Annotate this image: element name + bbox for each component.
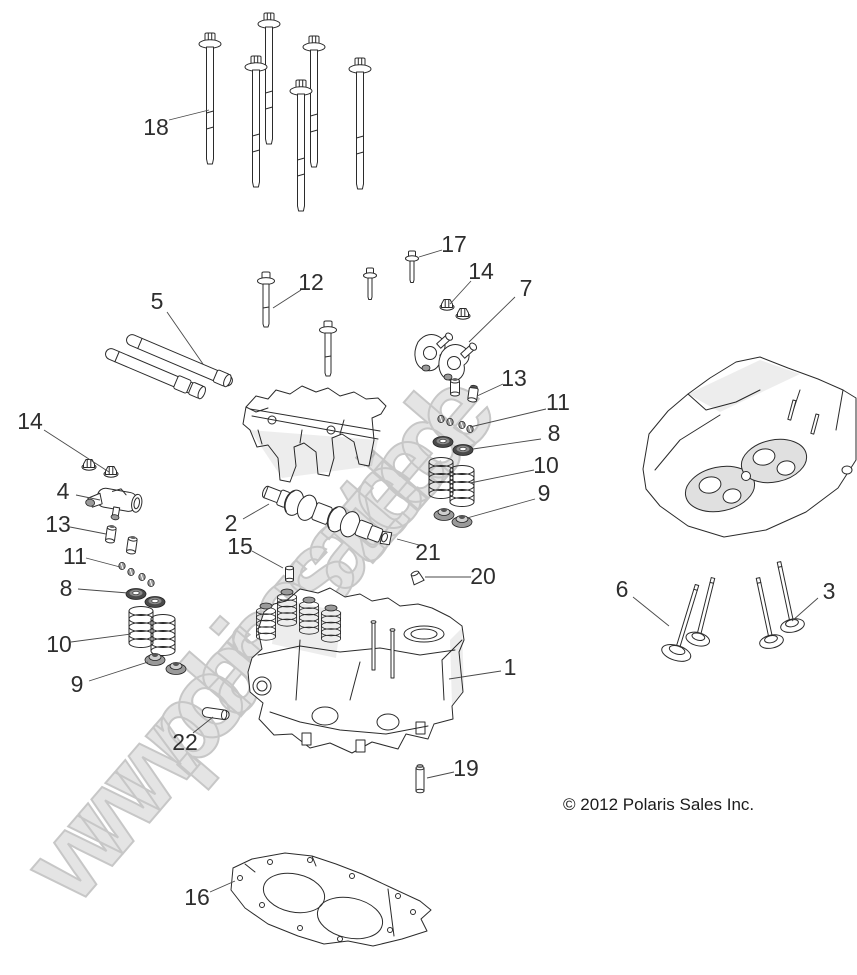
callout-1: 1 (504, 654, 517, 680)
callout-2: 2 (225, 510, 238, 536)
part-cam-carrier (242, 385, 387, 483)
part-bolts-12 (257, 271, 337, 377)
part-head-gasket-16 (230, 852, 432, 947)
leader-line-7 (468, 296, 516, 343)
leader-line-18 (168, 109, 210, 121)
leader-line-22 (192, 716, 214, 734)
leader-line-10 (70, 633, 132, 643)
leader-line-2 (242, 503, 270, 520)
leader-line-1 (448, 670, 502, 680)
callout-14: 14 (17, 408, 43, 434)
callout-9: 9 (538, 480, 551, 506)
callout-14: 14 (468, 258, 494, 284)
leader-line-13 (476, 383, 504, 397)
callout-13: 13 (501, 365, 527, 391)
callout-11: 11 (546, 389, 570, 415)
part-valves-6 (661, 577, 716, 662)
part-rocker-shafts-5 (105, 334, 233, 400)
leader-line-9 (88, 661, 149, 682)
leader-line-13 (69, 526, 107, 535)
callout-15: 15 (227, 533, 253, 559)
callout-10: 10 (533, 452, 559, 478)
leader-line-17 (418, 249, 443, 258)
leader-line-14 (449, 280, 472, 305)
leader-line-8 (77, 588, 129, 594)
leader-line-4 (75, 494, 101, 501)
callout-11: 11 (63, 543, 87, 569)
part-valves-3 (755, 561, 805, 649)
callout-12: 12 (298, 269, 324, 295)
part-stud-19 (415, 764, 425, 794)
callout-8: 8 (548, 420, 561, 446)
leader-line-9 (466, 498, 536, 519)
part-pin-15 (285, 565, 294, 583)
leader-line-8 (472, 438, 542, 450)
callout-13: 13 (45, 511, 71, 537)
callout-20: 20 (470, 563, 496, 589)
callout-8: 8 (60, 575, 73, 601)
part-cylinder-head-bottom-view (642, 356, 857, 538)
callout-10: 10 (46, 631, 72, 657)
callout-22: 22 (172, 729, 198, 755)
leader-line-5 (166, 311, 204, 365)
part-bolts-17 (363, 250, 419, 300)
callout-5: 5 (151, 288, 164, 314)
part-cone-20 (410, 570, 425, 586)
copyright-text: © 2012 Polaris Sales Inc. (563, 795, 754, 814)
callout-16: 16 (184, 884, 210, 910)
part-rocker-arm-4 (85, 487, 143, 521)
leader-line-11 (469, 408, 547, 428)
callout-6: 6 (616, 576, 629, 602)
callout-17: 17 (441, 231, 467, 257)
callout-9: 9 (71, 671, 84, 697)
callout-3: 3 (823, 578, 836, 604)
leader-line-16 (209, 880, 236, 893)
callout-19: 19 (453, 755, 479, 781)
leader-line-19 (426, 771, 455, 779)
leader-line-6 (632, 596, 670, 627)
leader-line-3 (791, 597, 819, 622)
part-cylinder-head-1 (247, 587, 465, 754)
part-dowel-22 (201, 707, 230, 721)
leader-line-15 (251, 550, 284, 569)
leader-line-14 (43, 429, 110, 473)
callout-7: 7 (520, 275, 533, 301)
callout-4: 4 (57, 478, 70, 504)
leader-line-10 (469, 469, 535, 484)
part-adjusters-13 (104, 377, 479, 555)
part-rocker-arms-7 (414, 332, 478, 382)
callout-21: 21 (415, 539, 441, 565)
leader-line-11 (85, 557, 121, 568)
leader-line-12 (272, 289, 302, 309)
callout-18: 18 (143, 114, 169, 140)
leader-line-21 (396, 538, 420, 546)
part-head-bolts-18 (198, 12, 372, 212)
part-camshaft-2 (261, 485, 393, 546)
